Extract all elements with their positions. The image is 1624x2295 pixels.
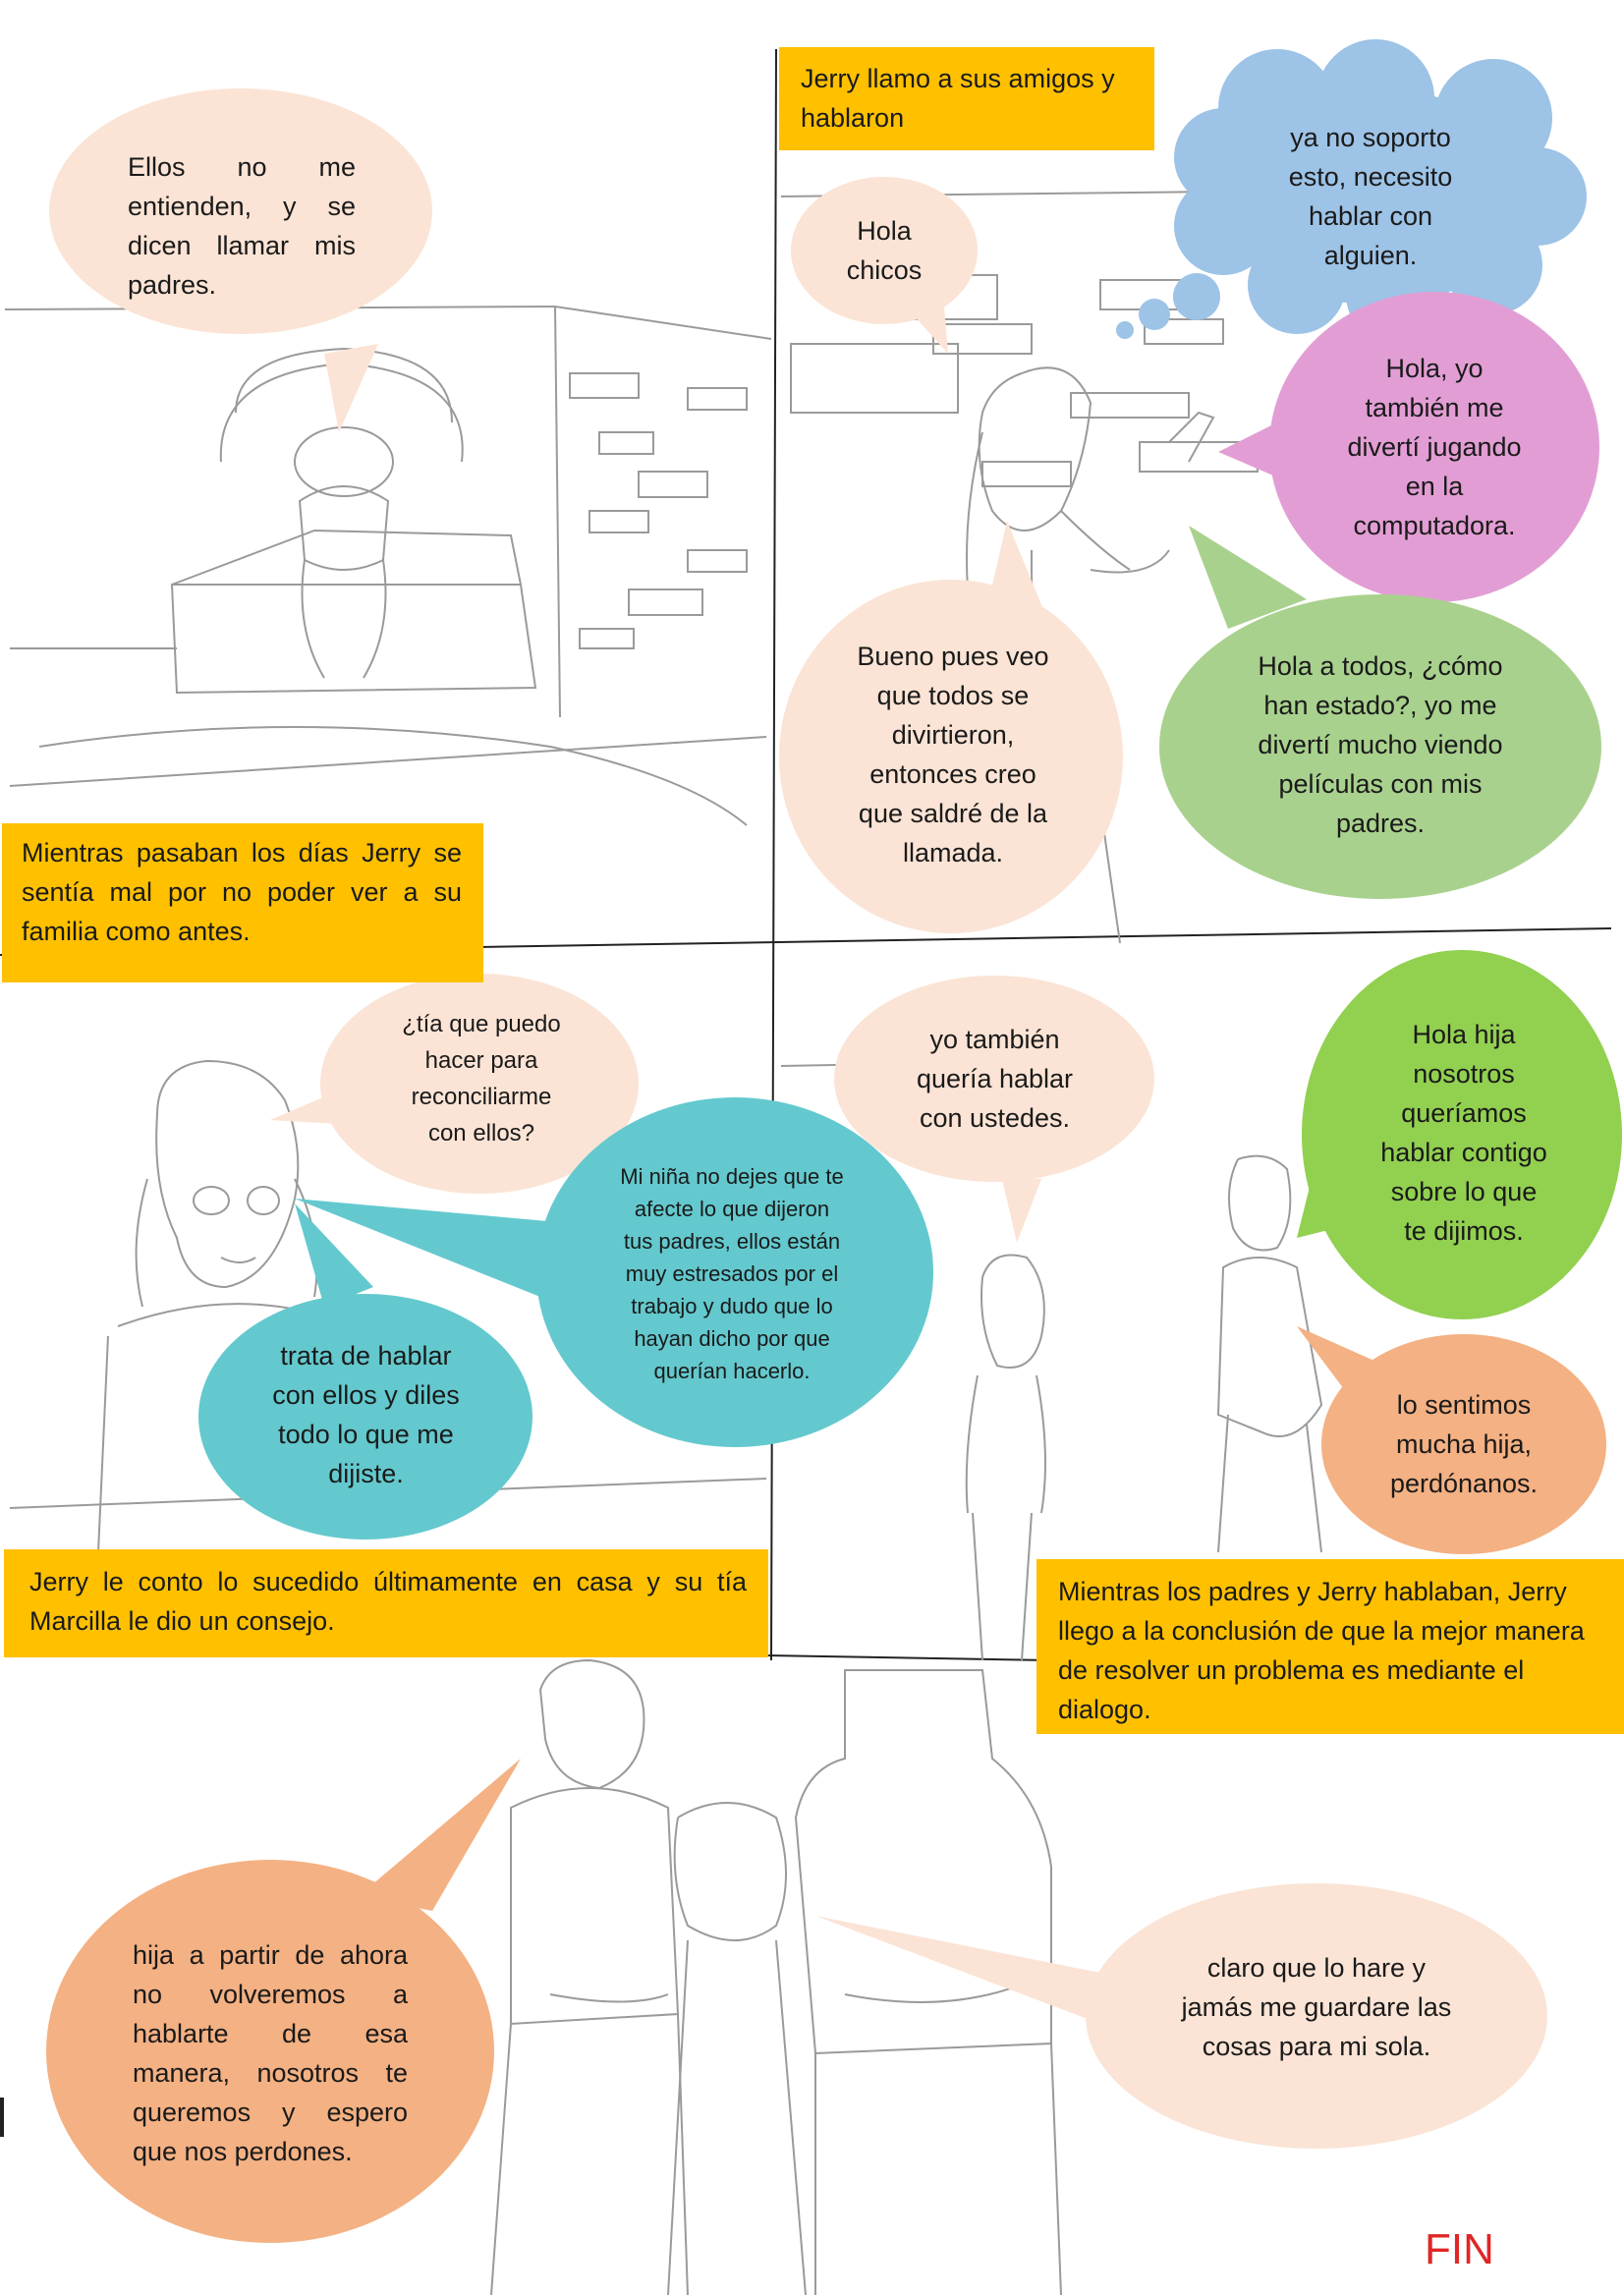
caption-panel1: Mientras pasaban los días Jerry se sentí… [22,838,462,946]
speech-bubble-reply: claro que lo hare y jamás me guardare la… [1181,1952,1452,2061]
speech-bubble-sorry: lo sentimos mucha hija, perdónanos. [1389,1390,1539,1498]
panel5-sketch [490,1658,1062,2295]
caption-panel3: Jerry le conto lo sucedido últimamente e… [29,1567,747,1636]
panel1-sketch [4,306,772,826]
fin-label: FIN [1425,2225,1494,2273]
speech-bubble-yo-tambien: yo también quería hablar con ustedes. [916,1025,1074,1133]
caption-panel2: Jerry llamo a sus amigos y hablaron [801,64,1115,133]
caption-boxes [2,47,1624,1734]
caption-panel4: Mientras los padres y Jerry hablaban, Je… [1058,1577,1585,1724]
speech-bubble-hola-hija: Hola hija nosotros queríamos hablar cont… [1380,1019,1547,1246]
speech-bubble-question: ¿tía que puedo hacer para reconciliarme … [402,1010,561,1147]
speech-bubble-green-light: Hola a todos, ¿cómo han estado?, yo me d… [1258,651,1503,838]
speech-bubble-pink: Hola, yo también me divertí jugando en l… [1347,354,1522,540]
thought-bubble: ya no soporto esto, necesito hablar con … [1288,123,1453,270]
speech-bubble-parents: hija a partir de ahora no volveremos a h… [133,1940,408,2166]
speech-bubble-bueno: Bueno pues veo que todos se divirtieron,… [857,642,1049,868]
speech-bubble-hola-chicos: Hola chicos [846,216,923,285]
speech-bubbles [46,39,1622,2243]
speech-bubble-panel1: Ellos no me entienden, y se dicen llamar… [128,152,356,300]
speech-bubble-advice: Mi niña no dejes que te afecte lo que di… [620,1163,844,1383]
speech-bubble-talk: trata de hablar con ellos y diles todo l… [272,1341,460,1488]
